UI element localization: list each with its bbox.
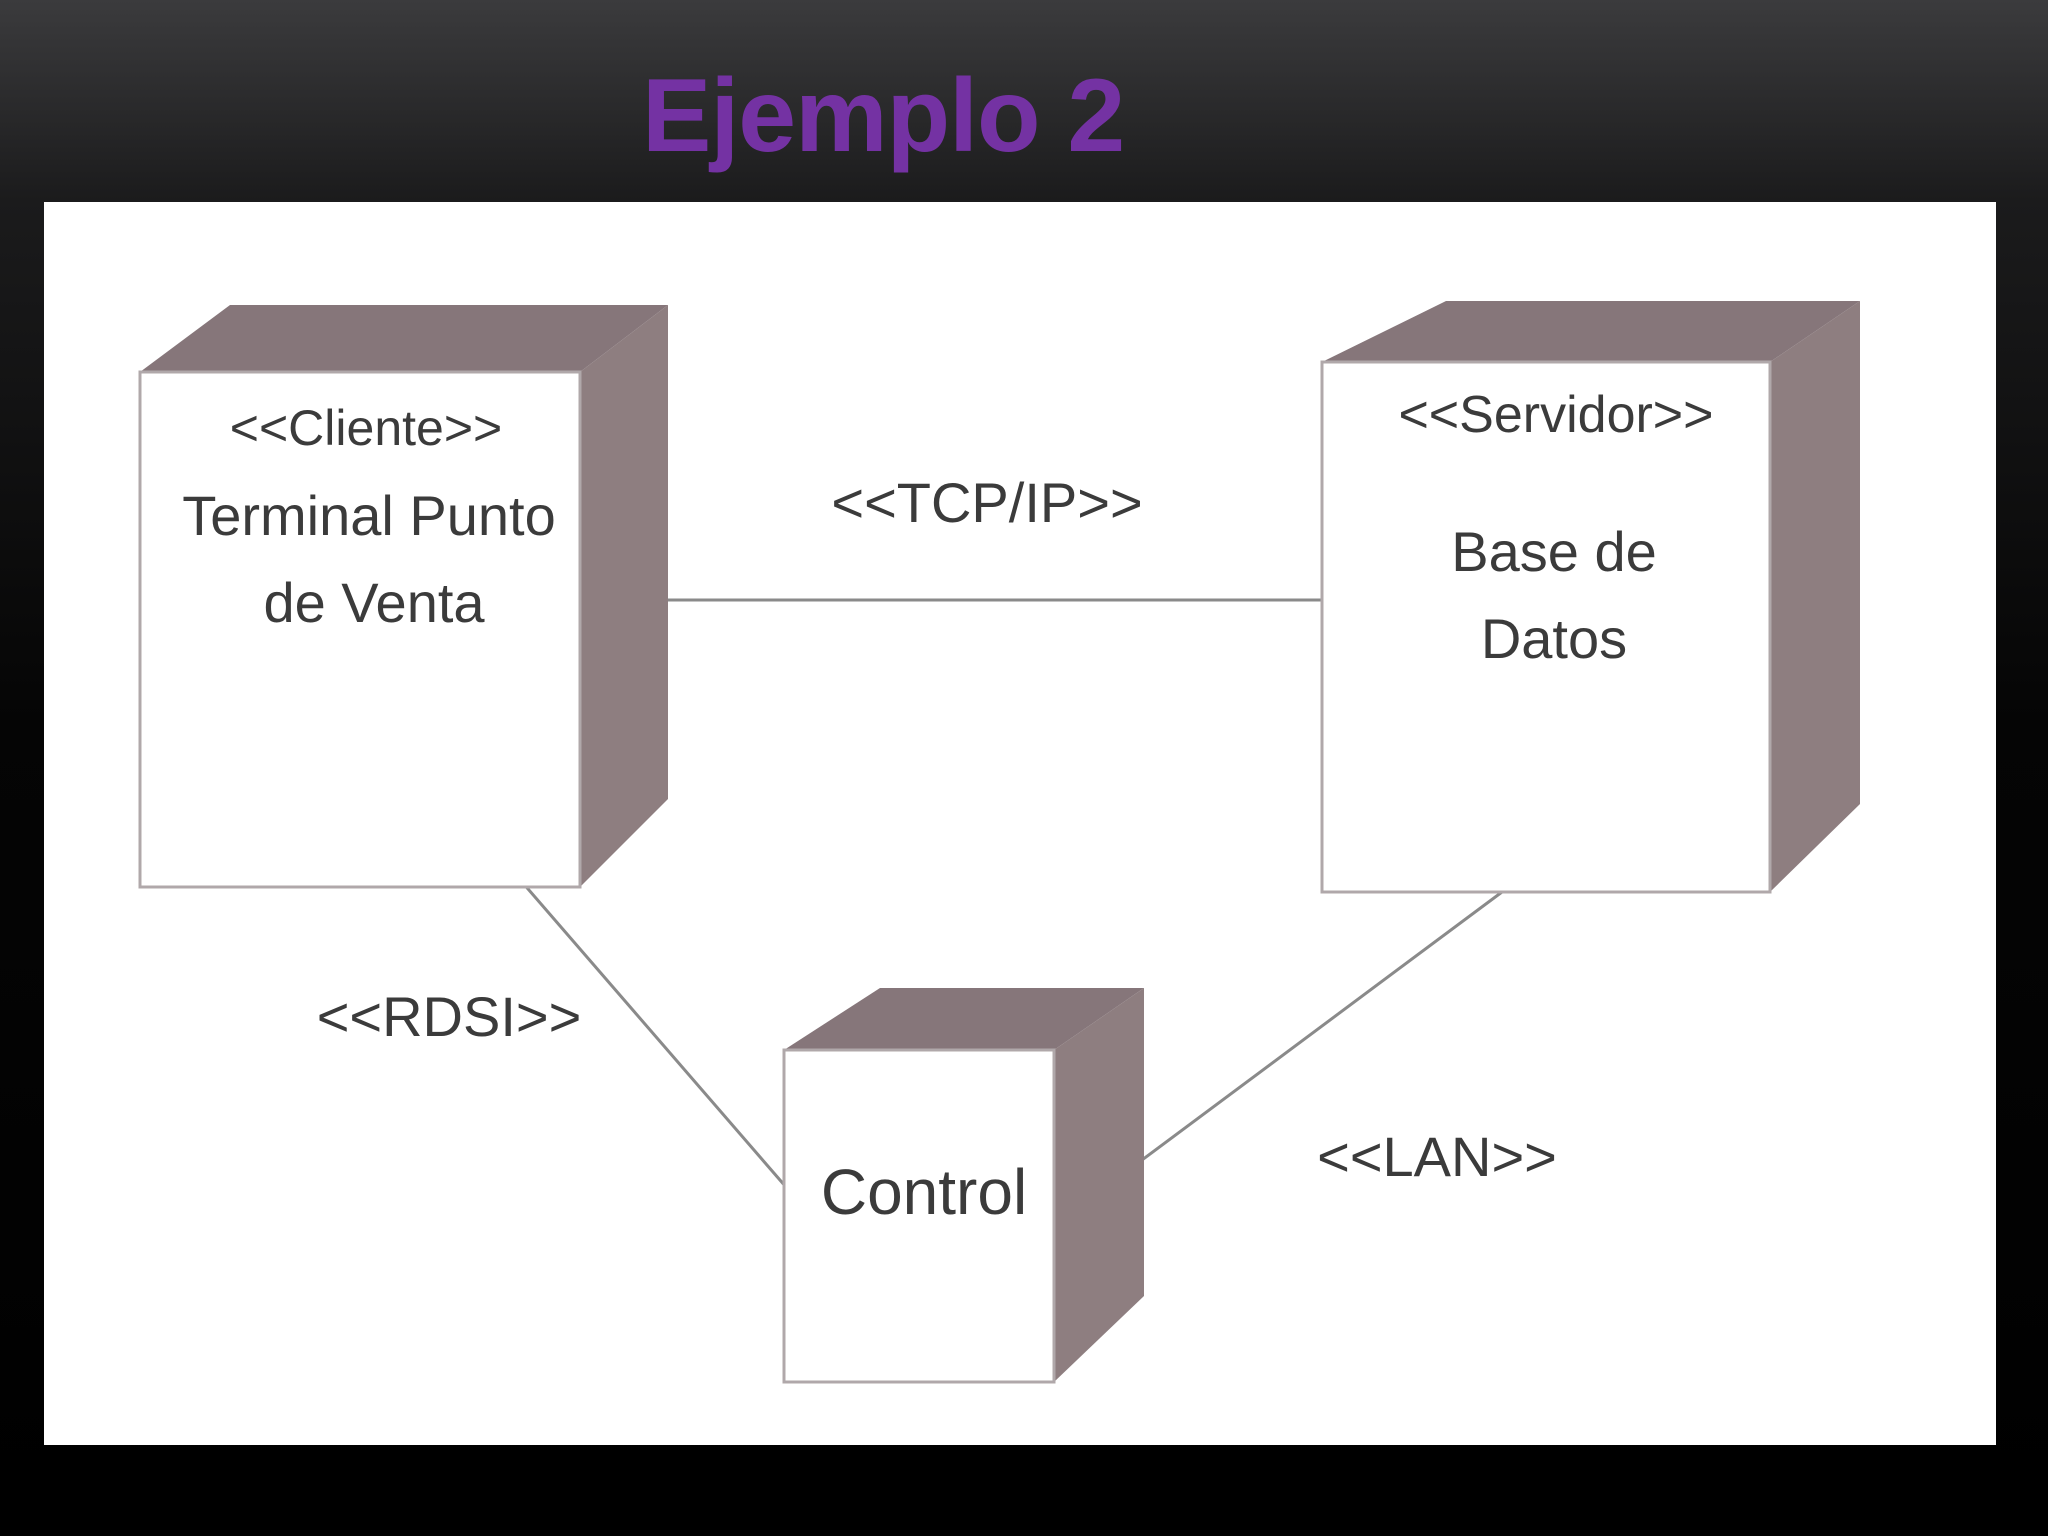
- lan-connection-line: [1141, 890, 1503, 1162]
- node-control-face: [782, 1048, 1056, 1384]
- node-cliente-name-line2: de Venta: [263, 571, 485, 634]
- node-servidor-side: [1770, 301, 1860, 892]
- deployment-diagram-canvas: <<Cliente>> Terminal Punto de Venta <<Se…: [138, 301, 1860, 1384]
- node-cliente-face: [138, 370, 582, 889]
- deployment-diagram: <<Cliente>> Terminal Punto de Venta <<Se…: [44, 202, 1996, 1445]
- rdsi-label: <<RDSI>>: [317, 985, 582, 1048]
- slide-title: Ejemplo 2: [642, 58, 1125, 174]
- node-servidor: <<Servidor>> Base de Datos: [1320, 301, 1860, 894]
- node-servidor-stereotype: <<Servidor>>: [1398, 386, 1713, 444]
- node-servidor-top: [1322, 301, 1860, 362]
- node-control-name: Control: [821, 1156, 1027, 1228]
- node-servidor-name-line1: Base de: [1451, 520, 1657, 583]
- node-cliente-stereotype: <<Cliente>>: [230, 400, 502, 456]
- node-cliente-top: [140, 305, 668, 372]
- lan-label: <<LAN>>: [1317, 1125, 1557, 1188]
- node-servidor-name-line2: Datos: [1481, 607, 1627, 670]
- node-control-top: [784, 988, 1144, 1050]
- node-cliente-name-line1: Terminal Punto: [182, 484, 556, 547]
- node-control-side: [1054, 988, 1144, 1382]
- node-control: Control: [782, 988, 1144, 1384]
- node-cliente-side: [580, 305, 668, 887]
- node-servidor-face: [1320, 360, 1772, 894]
- tcp-ip-label: <<TCP/IP>>: [831, 471, 1142, 534]
- rdsi-connection-line: [520, 881, 788, 1188]
- node-cliente: <<Cliente>> Terminal Punto de Venta: [138, 305, 668, 889]
